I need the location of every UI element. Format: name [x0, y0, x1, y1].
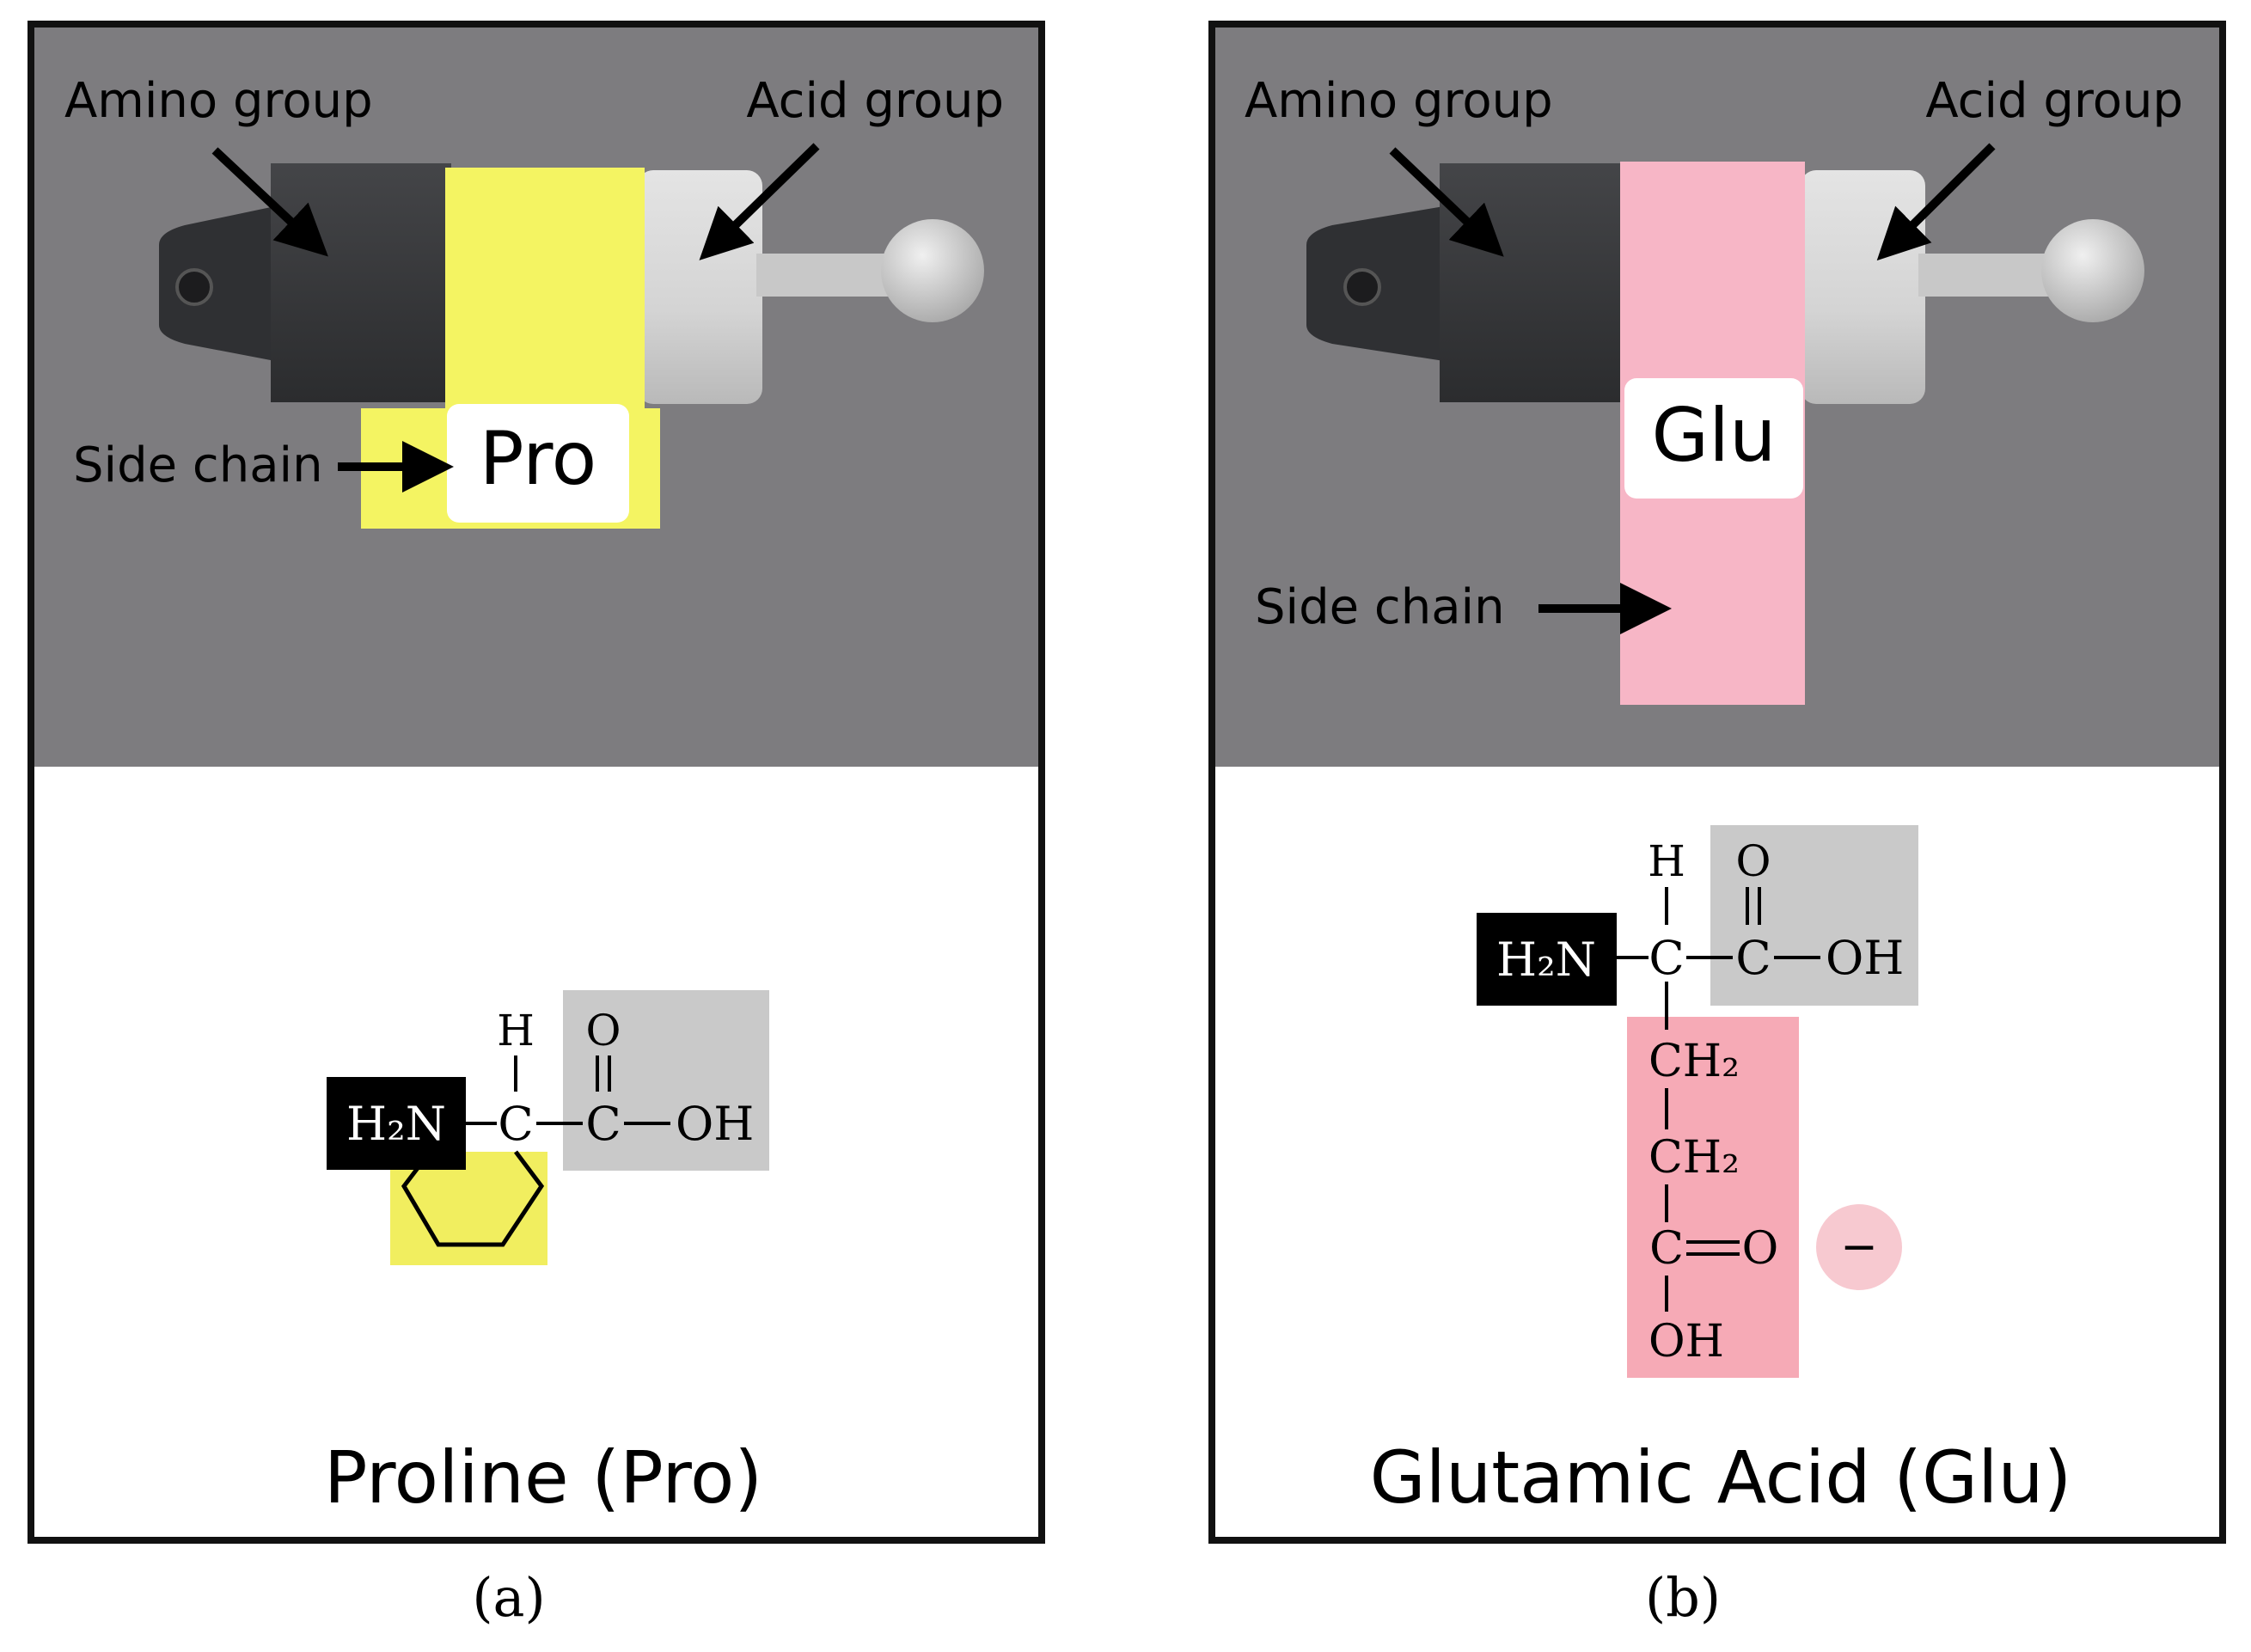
panel-b-caption: (b) — [1645, 1566, 1721, 1629]
amine-label: H₂N — [1496, 933, 1596, 987]
negative-charge-sign: − — [1840, 1221, 1878, 1273]
acid-peg — [756, 254, 898, 297]
carboxyl-carbon: C — [1735, 931, 1771, 985]
hydroxyl: OH — [1826, 931, 1904, 985]
connector-hole — [1343, 268, 1381, 306]
amine-box — [1477, 913, 1617, 1006]
amino-block — [271, 163, 451, 402]
alpha-hydrogen: H — [1648, 836, 1685, 886]
amino-block — [1440, 163, 1624, 402]
side-chain-label: Side chain — [1255, 579, 1505, 635]
carboxyl-highlight — [1710, 825, 1918, 1006]
acid-block — [1801, 170, 1925, 404]
amino-connector-tab — [159, 206, 275, 361]
acid-group-label: Acid group — [746, 73, 1004, 129]
alpha-carbon: C — [1648, 931, 1684, 985]
tag-label: Pro — [480, 416, 596, 502]
amino-arrow — [1389, 147, 1504, 257]
acid-block — [638, 170, 762, 404]
acid-arrow — [1876, 143, 1996, 261]
panel-b-title: Glutamic Acid (Glu) — [1370, 1435, 2072, 1520]
tag-box — [1624, 378, 1803, 499]
carbonyl-oxygen: O — [1736, 836, 1771, 886]
acid-ball — [2041, 219, 2144, 322]
alpha-hydrogen: H — [497, 1006, 535, 1055]
panel-a: Pro Amino group Acid group Side chain H₂… — [28, 21, 1045, 1544]
acid-peg — [1918, 254, 2060, 297]
methylene-1: CH₂ — [1648, 1036, 1740, 1087]
amine-box — [327, 1077, 466, 1170]
side-chain-block — [445, 168, 645, 408]
panel-a-caption: (a) — [472, 1566, 545, 1629]
pyrrolidine-ring — [401, 1145, 545, 1247]
side-hydroxyl: OH — [1648, 1316, 1724, 1367]
alpha-carbon: C — [498, 1097, 533, 1151]
tag-label: Glu — [1651, 393, 1776, 479]
proline-model: Pro — [159, 163, 984, 529]
panel-a-title: Proline (Pro) — [324, 1435, 762, 1520]
connector-hole — [175, 268, 213, 306]
side-carbon: C — [1649, 1223, 1684, 1275]
acid-ball — [881, 219, 984, 322]
proline-structure: H₂N C H C O OH — [327, 990, 769, 1265]
carbonyl-oxygen: O — [586, 1006, 621, 1055]
amino-group-label: Amino group — [64, 73, 373, 129]
side-chain-highlight — [1627, 1017, 1799, 1378]
glutamic-acid-structure: H₂N C H C O OH CH₂ CH₂ C O OH − — [1477, 825, 1918, 1378]
acid-group-label: Acid group — [1925, 73, 2183, 129]
panel-b: Glu Amino group Acid group Side chain H₂… — [1208, 21, 2226, 1544]
hydroxyl: OH — [676, 1097, 754, 1151]
amine-label: H₂N — [346, 1097, 446, 1151]
amino-group-label: Amino group — [1245, 73, 1553, 129]
side-oxygen: O — [1742, 1223, 1779, 1275]
carboxyl-carbon: C — [585, 1097, 621, 1151]
amino-arrow — [211, 147, 328, 257]
methylene-2: CH₂ — [1648, 1132, 1740, 1184]
acid-arrow — [699, 143, 820, 260]
negative-charge-badge — [1816, 1204, 1902, 1290]
glutamic-acid-model: Glu — [1306, 162, 2144, 705]
tag-box — [447, 404, 629, 523]
side-chain-label: Side chain — [73, 437, 323, 493]
